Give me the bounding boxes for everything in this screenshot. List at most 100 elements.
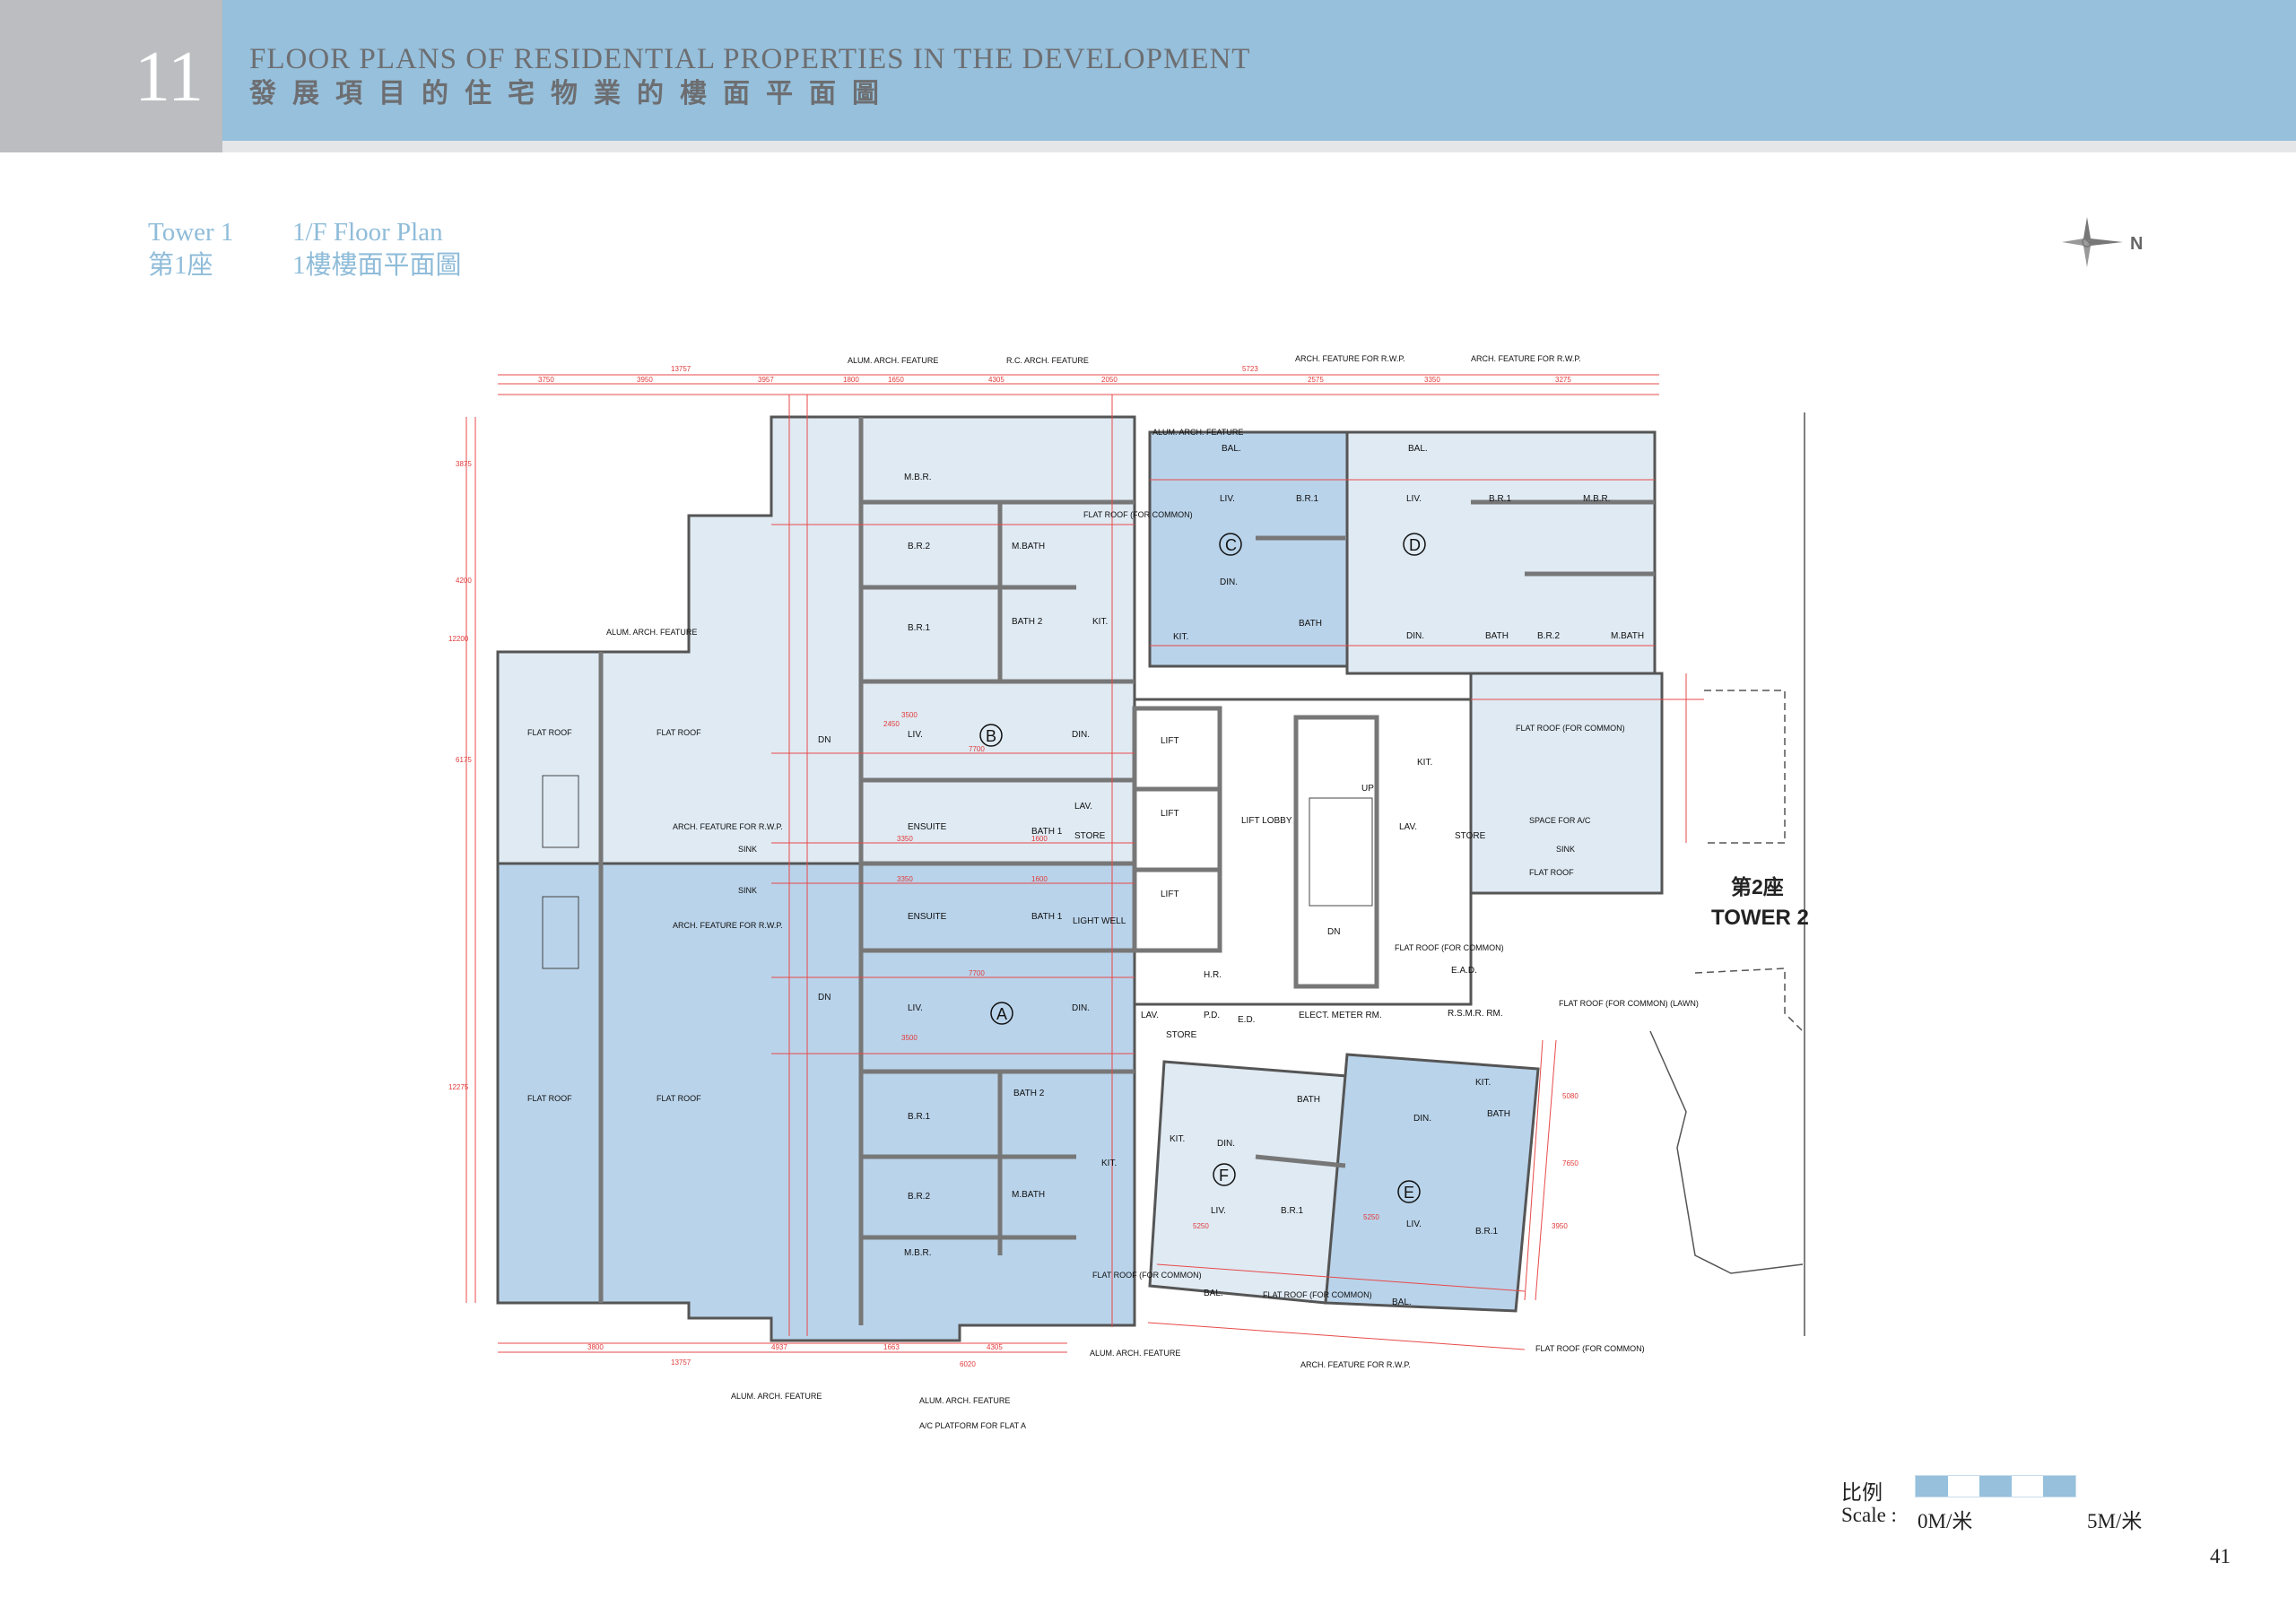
room-label: M.BATH [1611, 631, 1644, 641]
room-label: KIT. [1173, 632, 1188, 642]
room-label: DIN. [1220, 577, 1238, 587]
section-title-en: FLOOR PLANS OF RESIDENTIAL PROPERTIES IN… [249, 43, 1251, 75]
unit-label-c: C [1225, 536, 1237, 554]
room-label: BATH 2 [1012, 617, 1043, 627]
room-label: LIV. [1220, 494, 1235, 504]
arch-rwp-label: ARCH. FEATURE FOR R.W.P. [673, 921, 783, 930]
lift-lobby-label: LIFT LOBBY [1241, 816, 1292, 826]
room-label: LIV. [908, 1003, 923, 1013]
room-label: BATH [1487, 1109, 1510, 1119]
dim-mid: 3950 [1552, 1222, 1568, 1230]
flat-roof-label: FLAT ROOF [527, 1094, 572, 1103]
section-title-zh: 發展項目的住宅物業的樓面平面圖 [249, 79, 895, 108]
flat-roof-common-label: FLAT ROOF (FOR COMMON) [1263, 1290, 1372, 1299]
sink-label: SINK [1556, 845, 1575, 854]
dim-mid: 2450 [883, 720, 900, 728]
dim-mid: 1600 [1031, 875, 1048, 883]
header-divider [222, 141, 2296, 152]
room-label: LAV. [1141, 1011, 1159, 1020]
room-label: M.BATH [1012, 1190, 1045, 1200]
unit-label-f: F [1219, 1167, 1229, 1185]
dim-top: 1800 [843, 376, 859, 384]
room-label: B.R.1 [1475, 1227, 1498, 1237]
core-labels: LIFT LIFT LIFT LIFT LOBBY LIGHT WELL H.R… [818, 735, 1503, 1025]
room-labels: LIV. DIN. M.B.R. B.R.2 B.R.1 M.BATH BATH… [904, 444, 1644, 1307]
flat-roof-common-label: FLAT ROOF (FOR COMMON) [1092, 1271, 1202, 1280]
room-label: B.R.1 [1281, 1206, 1303, 1216]
dim-top: 3350 [1424, 376, 1440, 384]
room-label: B.R.1 [1489, 494, 1511, 504]
room-label: M.BATH [1012, 542, 1045, 551]
dim-top: 3275 [1555, 376, 1571, 384]
dim-bottom: 1663 [883, 1343, 900, 1351]
room-label: B.R.1 [1296, 494, 1318, 504]
alum-arch-feature-label: ALUM. ARCH. FEATURE [1152, 428, 1243, 437]
scale-label-en: Scale : [1841, 1504, 1897, 1526]
core-area [1133, 698, 1473, 1006]
alum-arch-feature-label: ALUM. ARCH. FEATURE [848, 356, 938, 365]
room-label: BATH 1 [1031, 827, 1063, 837]
room-label: KIT. [1092, 617, 1108, 627]
room-label: BATH 2 [1013, 1089, 1045, 1098]
ac-space-label: SPACE FOR A/C [1529, 816, 1591, 825]
flat-roof-common-label: FLAT ROOF (FOR COMMON) [1083, 510, 1193, 519]
dimension-lines [465, 374, 1704, 1353]
room-label: LIV. [1211, 1206, 1226, 1216]
stair-dn-label: DN [818, 735, 831, 745]
north-label: N [2130, 234, 2143, 254]
room-label: BAL. [1408, 444, 1428, 454]
dim-mid: 7650 [1562, 1159, 1578, 1167]
unit-label-a: A [996, 1005, 1007, 1023]
staircase [542, 775, 1373, 969]
dim-top: 3750 [538, 376, 554, 384]
tower-label-en: Tower 1 [148, 218, 234, 247]
arch-rwp-label: ARCH. FEATURE FOR R.W.P. [673, 822, 783, 831]
dimension-labels: 13757 3750 3950 3957 1800 1650 4305 2050… [448, 365, 1578, 1368]
room-label: B.R.2 [908, 1192, 930, 1202]
unit-label-e: E [1404, 1184, 1414, 1202]
annotations: FLAT ROOF FLAT ROOF FLAT ROOF FLAT ROOF … [527, 354, 1699, 1430]
chapter-number: 11 [135, 38, 204, 117]
dim-bottom-total: 13757 [671, 1358, 691, 1367]
room-label: BATH 1 [1031, 912, 1063, 922]
scale-end: 5M/米 [2087, 1510, 2143, 1532]
unit-e-area [1324, 1053, 1540, 1313]
dim-bottom: 6020 [960, 1360, 976, 1368]
stair-dn-label: DN [1327, 927, 1340, 937]
elect-duct-label: E.D. [1238, 1015, 1255, 1025]
north-compass-icon: N [2058, 215, 2157, 269]
room-label: LIV. [1406, 494, 1422, 504]
dim-mid: 5250 [1363, 1213, 1379, 1221]
scale-label-zh: 比例 [1841, 1481, 1883, 1504]
room-label: B.R.1 [908, 1112, 930, 1122]
room-label: KIT. [1101, 1159, 1117, 1168]
common-roof-right [1469, 672, 1664, 895]
room-label: KIT. [1417, 758, 1432, 768]
room-label: DIN. [1406, 631, 1424, 641]
room-label: KIT. [1475, 1078, 1491, 1088]
room-label: STORE [1074, 831, 1106, 841]
dim-mid: 7700 [969, 969, 985, 977]
dim-top: 3950 [637, 376, 653, 384]
dim-top: 2575 [1308, 376, 1324, 384]
tower2-label-en: TOWER 2 [1711, 906, 1809, 930]
room-label: B.R.2 [1537, 631, 1560, 641]
alum-arch-feature-label: ALUM. ARCH. FEATURE [606, 628, 697, 637]
ead-label: E.A.D. [1451, 966, 1477, 976]
tower2-label-zh: 第2座 [1731, 875, 1784, 898]
floor-label-en: 1/F Floor Plan [292, 218, 443, 247]
room-label: DIN. [1413, 1114, 1431, 1124]
dim-left: 3875 [456, 460, 472, 468]
room-label: BATH [1297, 1095, 1320, 1105]
unit-areas [496, 415, 1664, 1342]
refuse-room-label: R.S.M.R. RM. [1448, 1009, 1503, 1019]
dim-bottom: 3800 [587, 1343, 604, 1351]
unit-label-d: D [1409, 536, 1421, 554]
unit-c-area [1148, 430, 1349, 668]
sink-label: SINK [738, 845, 757, 854]
dim-top: 5723 [1242, 365, 1258, 373]
room-label: B.R.1 [908, 623, 930, 633]
stair-up-label: UP [1361, 784, 1374, 794]
flat-roof-common-label: FLAT ROOF (FOR COMMON) [1395, 943, 1504, 952]
dim-mid: 7700 [969, 745, 985, 753]
